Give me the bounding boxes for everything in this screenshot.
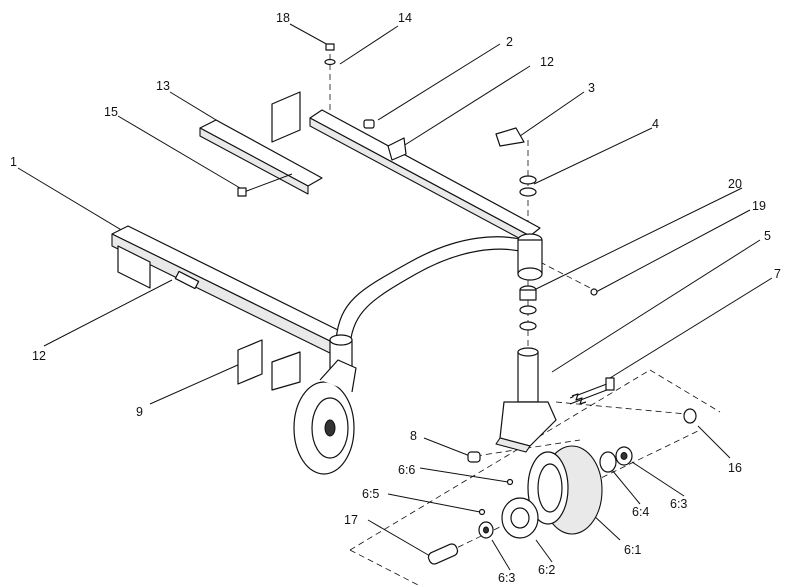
right-wheel-assembly <box>427 408 697 565</box>
callout-4: 4 <box>652 117 659 131</box>
hardware <box>237 43 598 463</box>
callout-6-6: 6:6 <box>398 463 415 477</box>
callout-6-5: 6:5 <box>362 487 379 501</box>
callout-9: 9 <box>136 405 143 419</box>
plate-9 <box>237 339 263 385</box>
callout-labels: 18 14 2 12 13 3 15 4 1 20 19 5 7 12 9 8 … <box>10 11 781 585</box>
callout-15: 15 <box>104 105 118 119</box>
callout-6-3-right: 6:3 <box>670 497 687 511</box>
callout-19: 19 <box>752 199 766 213</box>
callout-6-1: 6:1 <box>624 543 641 557</box>
callout-17: 17 <box>344 513 358 527</box>
callout-6-4: 6:4 <box>632 505 649 519</box>
callout-6-2: 6:2 <box>538 563 555 577</box>
left-caster-wheel <box>293 359 357 475</box>
callout-20: 20 <box>728 177 742 191</box>
callout-3: 3 <box>588 81 595 95</box>
callout-18: 18 <box>276 11 290 25</box>
callout-7: 7 <box>774 267 781 281</box>
axle-bolt <box>569 377 615 405</box>
callout-14: 14 <box>398 11 412 25</box>
callout-12-upper: 12 <box>540 55 554 69</box>
callout-2: 2 <box>506 35 513 49</box>
rear-crossbar <box>309 109 541 237</box>
callout-13: 13 <box>156 79 170 93</box>
leader-lines <box>17 23 773 571</box>
frame-assembly <box>111 91 543 391</box>
bracket-13 <box>199 119 323 187</box>
callout-12-lower: 12 <box>32 349 46 363</box>
callout-8: 8 <box>410 429 417 443</box>
callout-16: 16 <box>728 461 742 475</box>
callout-6-3-left: 6:3 <box>498 571 515 585</box>
callout-1: 1 <box>10 155 17 169</box>
caster-fork <box>495 347 557 453</box>
curved-arm <box>335 236 525 345</box>
callout-5: 5 <box>764 229 771 243</box>
